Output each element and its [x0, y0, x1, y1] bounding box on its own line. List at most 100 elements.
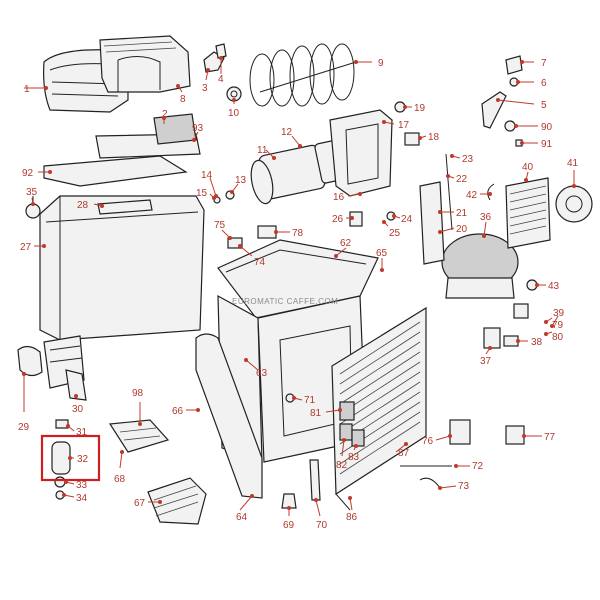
- callout-12: 12: [281, 127, 293, 138]
- top-cover: [99, 35, 191, 93]
- part-drawings: [17, 35, 593, 525]
- callout-24: 24: [401, 214, 413, 225]
- callout-21: 21: [456, 208, 468, 219]
- callout-14: 14: [201, 170, 213, 181]
- compressor: [441, 233, 519, 299]
- callout-64: 64: [236, 512, 248, 523]
- knob: [504, 120, 516, 132]
- callout-63: 63: [256, 368, 268, 379]
- callout-9: 9: [378, 58, 384, 69]
- callout-75: 75: [214, 220, 226, 231]
- starter: [483, 327, 501, 349]
- callout-13: 13: [235, 175, 247, 186]
- callout-65: 65: [376, 248, 388, 259]
- callout-2: 2: [162, 109, 168, 120]
- callout-4: 4: [218, 74, 224, 85]
- callout-15: 15: [196, 188, 208, 199]
- callout-83: 83: [348, 452, 360, 463]
- callout-70: 70: [316, 520, 328, 531]
- callout-42: 42: [466, 190, 478, 201]
- connector: [227, 237, 243, 249]
- callout-38: 38: [531, 337, 543, 348]
- gasket: [153, 113, 197, 145]
- tube: [487, 183, 495, 201]
- callout-16: 16: [333, 192, 345, 203]
- callout-33: 33: [76, 480, 88, 491]
- callout-11: 11: [257, 145, 268, 156]
- thermostat: [419, 181, 445, 265]
- callout-7: 7: [541, 58, 547, 69]
- fan: [555, 185, 593, 223]
- thermostat-body: [449, 419, 471, 445]
- callout-25: 25: [389, 228, 401, 239]
- callout-37: 37: [480, 356, 492, 367]
- callout-27: 27: [20, 242, 32, 253]
- callout-73: 73: [458, 481, 470, 492]
- callout-10: 10: [228, 108, 240, 119]
- callout-41: 41: [567, 158, 579, 169]
- callout-40: 40: [522, 162, 534, 173]
- foot: [281, 493, 297, 509]
- callout-8: 8: [180, 94, 186, 105]
- callout-72: 72: [472, 461, 484, 472]
- bracket: [481, 91, 507, 129]
- product-tank: [39, 195, 205, 341]
- float-cap: [25, 196, 41, 219]
- callout-22: 22: [456, 174, 468, 185]
- callout-71: 71: [304, 395, 316, 406]
- rear-housing: [329, 109, 393, 197]
- callout-82: 82: [336, 460, 348, 471]
- callout-93: 93: [192, 123, 204, 134]
- o-ring-small: [54, 476, 66, 488]
- panel-edge: [335, 493, 351, 511]
- callout-39: 39: [553, 308, 565, 319]
- lever-pin: [215, 43, 227, 59]
- callout-81: 81: [310, 408, 322, 419]
- callout-17: 17: [398, 120, 410, 131]
- callout-1: 1: [24, 84, 30, 95]
- callout-31: 31: [76, 427, 88, 438]
- callout-92: 92: [22, 168, 34, 179]
- highlight-box: [40, 434, 101, 482]
- switch: [505, 55, 523, 75]
- auger-spiral: [249, 43, 357, 107]
- leg: [309, 459, 321, 501]
- callout-26: 26: [332, 214, 344, 225]
- callout-35: 35: [26, 187, 38, 198]
- dispensing-tap: [17, 335, 87, 401]
- callout-77: 77: [544, 432, 556, 443]
- callout-67: 67: [134, 498, 146, 509]
- callout-66: 66: [172, 406, 184, 417]
- callout-34: 34: [76, 493, 88, 504]
- callout-69: 69: [283, 520, 295, 531]
- callout-36: 36: [480, 212, 492, 223]
- callout-62: 62: [340, 238, 352, 249]
- callout-80: 80: [552, 332, 564, 343]
- callout-74: 74: [254, 257, 266, 268]
- callout-91: 91: [541, 139, 553, 150]
- callout-5: 5: [541, 100, 547, 111]
- callout-86: 86: [346, 512, 358, 523]
- clip: [513, 303, 529, 319]
- callout-90: 90: [541, 122, 553, 133]
- callout-98: 98: [132, 388, 144, 399]
- callout-20: 20: [456, 224, 468, 235]
- seal: [404, 132, 420, 146]
- control-board: [505, 425, 525, 445]
- switch-holder: [349, 211, 363, 227]
- callout-labels: 1 2 3 4 5 6 7 8 9 10 11 12 13 14 15 16 1: [18, 56, 579, 531]
- callout-68: 68: [114, 474, 126, 485]
- callout-87: 87: [398, 448, 410, 459]
- watermark: EUROMATIC CAFFE.COM: [232, 297, 338, 306]
- callout-32: 32: [77, 454, 89, 465]
- terminal-block: [257, 225, 277, 239]
- callout-19: 19: [414, 103, 426, 114]
- tray-base: [43, 155, 188, 187]
- callout-3: 3: [202, 83, 208, 94]
- condenser: [505, 177, 551, 249]
- tap-piston: [51, 441, 71, 475]
- callout-29: 29: [18, 422, 30, 433]
- power-cord: [419, 477, 441, 489]
- callout-43: 43: [548, 281, 560, 292]
